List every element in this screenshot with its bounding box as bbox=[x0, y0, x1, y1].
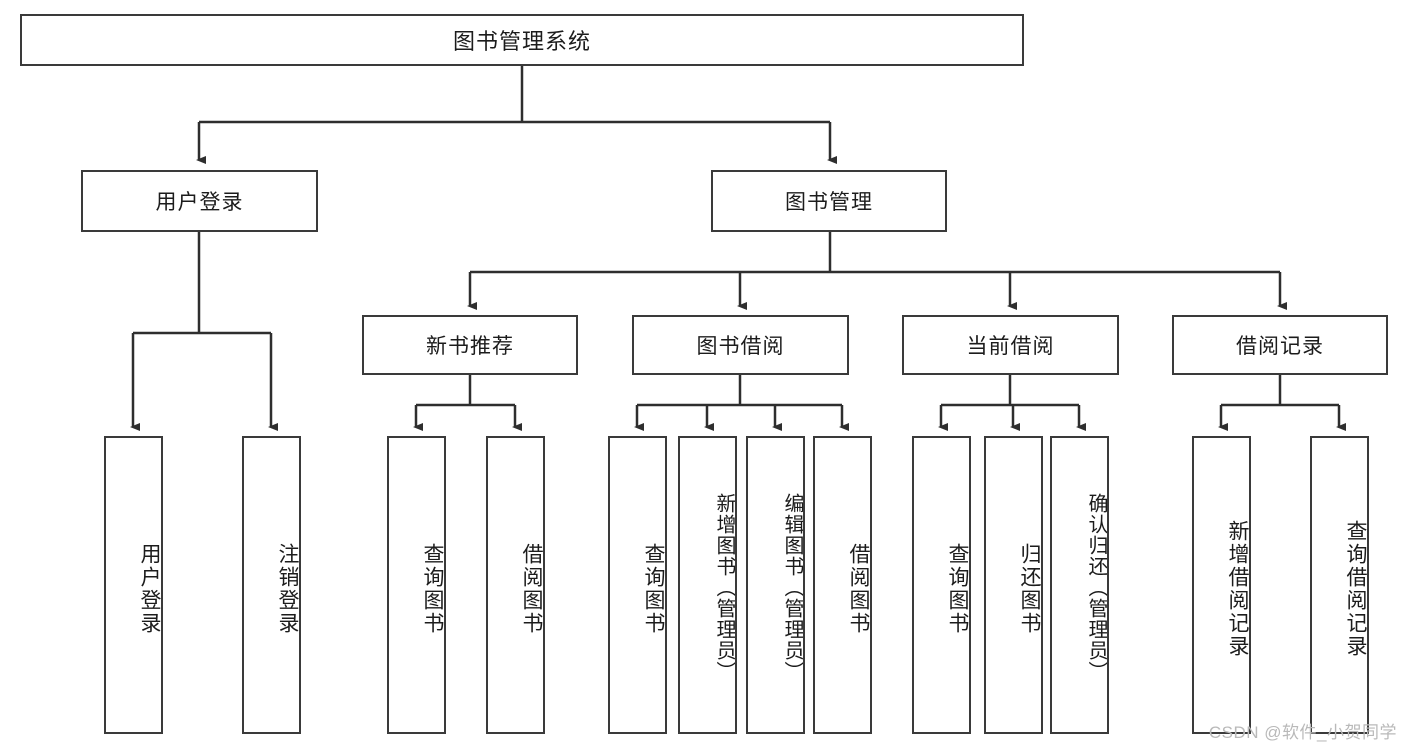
leaf-borrow-book-recommend[interactable]: 借阅图书 bbox=[486, 436, 545, 734]
leaf-borrow-book[interactable]: 借阅图书 bbox=[813, 436, 872, 734]
node-root-system[interactable]: 图书管理系统 bbox=[20, 14, 1024, 66]
node-borrow-record[interactable]: 借阅记录 bbox=[1172, 315, 1388, 375]
node-new-book-recommend[interactable]: 新书推荐 bbox=[362, 315, 578, 375]
csdn-watermark: CSDN @软件_小贺同学 bbox=[1208, 723, 1397, 742]
node-book-management[interactable]: 图书管理 bbox=[711, 170, 947, 232]
leaf-query-book-borrow[interactable]: 查询图书 bbox=[608, 436, 667, 734]
leaf-edit-book-admin[interactable]: 编辑图书（管理员） bbox=[746, 436, 805, 734]
leaf-add-book-admin[interactable]: 新增图书（管理员） bbox=[678, 436, 737, 734]
leaf-return-book[interactable]: 归还图书 bbox=[984, 436, 1043, 734]
leaf-query-book-recommend[interactable]: 查询图书 bbox=[387, 436, 446, 734]
node-user-login[interactable]: 用户登录 bbox=[81, 170, 318, 232]
leaf-confirm-return-admin[interactable]: 确认归还（管理员） bbox=[1050, 436, 1109, 734]
leaf-query-borrow-record[interactable]: 查询借阅记录 bbox=[1310, 436, 1369, 734]
leaf-logout[interactable]: 注销登录 bbox=[242, 436, 301, 734]
node-current-borrow[interactable]: 当前借阅 bbox=[902, 315, 1119, 375]
leaf-user-login[interactable]: 用户登录 bbox=[104, 436, 163, 734]
leaf-query-book-current[interactable]: 查询图书 bbox=[912, 436, 971, 734]
leaf-add-borrow-record[interactable]: 新增借阅记录 bbox=[1192, 436, 1251, 734]
node-book-borrow[interactable]: 图书借阅 bbox=[632, 315, 849, 375]
